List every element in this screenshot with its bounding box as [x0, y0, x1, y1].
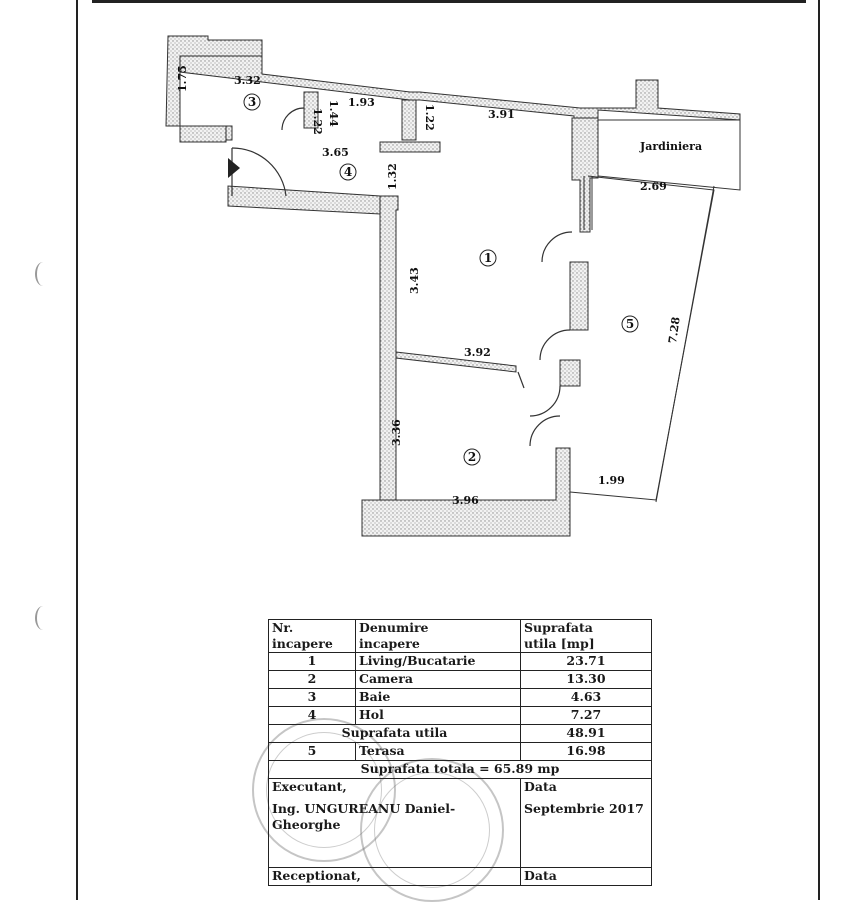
row-nr: 3: [268, 688, 356, 707]
dim-label: 3.65: [322, 146, 349, 159]
dim-label: 1.93: [348, 96, 375, 109]
row-nr: 5: [268, 742, 356, 761]
room-number: 5: [626, 317, 634, 331]
table-row: 5 Terasa 16.98: [268, 742, 652, 761]
header-suprafata: Suprafata utila [mp]: [520, 619, 652, 653]
row-name: Terasa: [355, 742, 521, 761]
row-name: Living/Bucatarie: [355, 652, 521, 671]
dim-label: 1.32: [386, 163, 399, 190]
row-area: 4.63: [520, 688, 652, 707]
receptionat-label: Receptionat,: [268, 867, 521, 886]
surface-table: Nr. incapere Denumire incapere Suprafata…: [268, 619, 652, 886]
table-row: 3 Baie 4.63: [268, 688, 652, 707]
page-frame-top: [92, 0, 806, 3]
executant-name: Ing. UNGUREANU Daniel-Gheorghe: [272, 801, 456, 832]
dim-label: 7.28: [666, 316, 683, 345]
row-area: 13.30: [520, 670, 652, 689]
entrance-arrow-icon: [228, 158, 240, 178]
terrace-outline: [569, 119, 741, 503]
dimension-labels: 1.75 3.32 1.22 1.44 1.93 1.22 3.91 3.65 …: [176, 65, 702, 507]
header-nr: Nr. incapere: [268, 619, 356, 653]
row-nr: 4: [268, 706, 356, 725]
subtotal-row: Suprafata utila 48.91: [268, 724, 652, 743]
room-number: 2: [468, 450, 476, 464]
dim-label: 1.99: [598, 474, 625, 487]
dim-label: 1.22: [311, 108, 324, 135]
dim-label: 1.75: [176, 65, 189, 92]
executant-cell: Executant, Ing. UNGUREANU Daniel-Gheorgh…: [268, 778, 521, 868]
row-area: 7.27: [520, 706, 652, 725]
row-area: 23.71: [520, 652, 652, 671]
page-frame-right: [818, 0, 820, 900]
dim-label: 1.22: [423, 104, 436, 131]
row-nr: 1: [268, 652, 356, 671]
suprafata-utila-value: 48.91: [520, 724, 652, 743]
dim-label: 2.69: [640, 180, 667, 193]
table-row: 4 Hol 7.27: [268, 706, 652, 725]
receptionat-row: Receptionat, Data: [268, 867, 652, 886]
room-markers: 3 4 1 5 2: [243, 93, 639, 466]
dim-label: 3.92: [464, 346, 491, 359]
row-nr: 2: [268, 670, 356, 689]
binder-hole-mark: [35, 606, 51, 630]
suprafata-totala: Suprafata totala = 65.89 mp: [268, 760, 652, 779]
dim-label: 1.44: [327, 100, 340, 127]
row-name: Camera: [355, 670, 521, 689]
row-area: 16.98: [520, 742, 652, 761]
room-number: 3: [248, 95, 256, 109]
room-number: 4: [344, 165, 352, 179]
walls: [165, 35, 741, 537]
data-label: Data: [524, 779, 557, 794]
suprafata-utila-label: Suprafata utila: [268, 724, 521, 743]
data2-label: Data: [520, 867, 652, 886]
dim-label: 3.32: [234, 74, 261, 87]
executant-row: Executant, Ing. UNGUREANU Daniel-Gheorgh…: [268, 778, 652, 868]
row-name: Baie: [355, 688, 521, 707]
doors: [231, 107, 573, 447]
executant-label: Executant,: [272, 779, 347, 794]
header-denumire: Denumire incapere: [355, 619, 521, 653]
table-row: 1 Living/Bucatarie 23.71: [268, 652, 652, 671]
table-row: 2 Camera 13.30: [268, 670, 652, 689]
dim-label: 3.43: [408, 267, 421, 294]
data-cell: Data Septembrie 2017: [520, 778, 652, 868]
dim-label: 3.36: [390, 419, 403, 446]
table-header-row: Nr. incapere Denumire incapere Suprafata…: [268, 619, 652, 653]
row-name: Hol: [355, 706, 521, 725]
dim-label: 3.96: [452, 494, 479, 507]
dim-label: 3.91: [488, 108, 515, 121]
jardiniera-label: Jardiniera: [639, 140, 702, 153]
total-row: Suprafata totala = 65.89 mp: [268, 760, 652, 779]
room-number: 1: [484, 251, 492, 265]
binder-hole-mark: [35, 262, 51, 286]
page-frame-left: [76, 0, 78, 900]
data-value: Septembrie 2017: [524, 801, 644, 816]
